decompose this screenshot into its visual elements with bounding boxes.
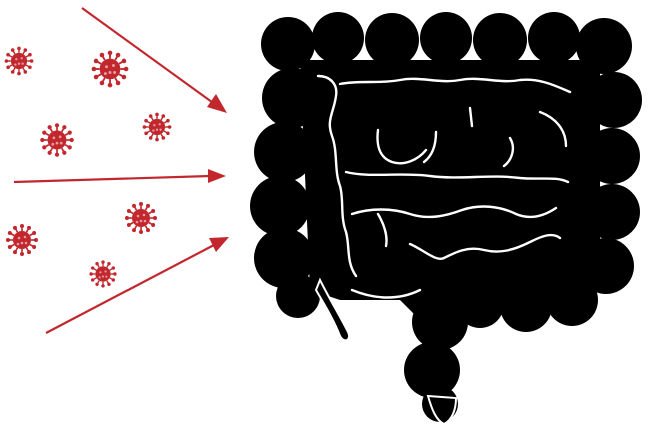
virus-icon (92, 51, 129, 88)
virus-icon (5, 47, 34, 76)
intestine-icon (247, 9, 645, 425)
arrow-right-icon (82, 8, 227, 113)
arrow-right-icon (14, 169, 226, 183)
arrow-group (14, 8, 229, 333)
virus-icon (89, 260, 116, 287)
arrow-right-icon (46, 237, 229, 333)
virus-icon (125, 202, 157, 234)
virus-icon (6, 224, 38, 256)
virus-group (5, 47, 172, 288)
virus-icon (143, 113, 172, 142)
virus-icon (40, 123, 74, 157)
